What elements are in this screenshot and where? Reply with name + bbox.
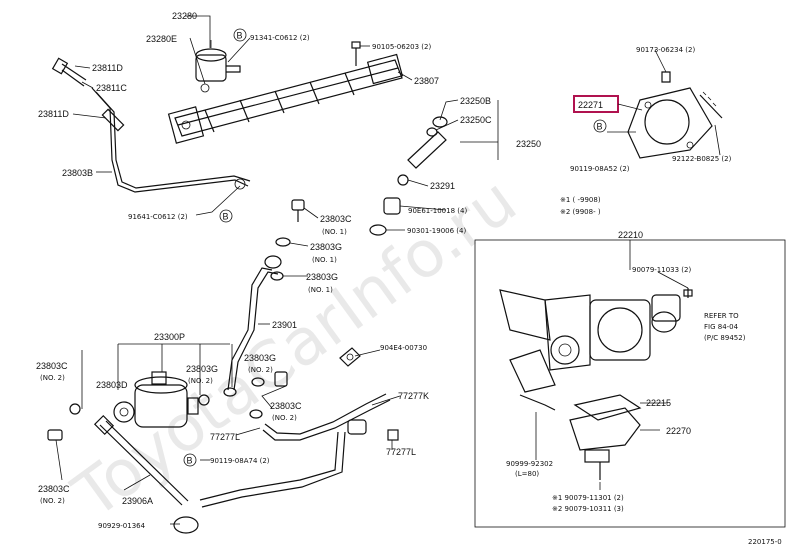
label-no2-b: (NO. 2) — [188, 377, 213, 385]
fuel-delivery-pipe — [167, 53, 404, 144]
union-fittings-lower — [249, 371, 288, 419]
label-22215: 22215 — [646, 398, 671, 408]
throttle-position-sensor — [519, 394, 642, 480]
b-marker-3: B — [593, 119, 607, 133]
label-no1-c: (NO. 1) — [308, 286, 333, 294]
label-91641: 91641-C0612 (2) — [128, 213, 188, 221]
pulsation-damper-assembly — [47, 371, 210, 506]
label-no2-e: (NO. 2) — [40, 497, 65, 505]
label-23803g-d: 23803G — [244, 353, 276, 363]
label-23811d-a: 23811D — [92, 63, 123, 73]
label-22270: 22270 — [666, 426, 691, 436]
label-no2-d: (NO. 2) — [272, 414, 297, 422]
label-note-2: ※2 (9908- ) — [560, 208, 601, 216]
label-23803c-d: 23803C — [38, 484, 70, 494]
label-23280e: 23280E — [146, 34, 177, 44]
label-904e4: 904E4-00730 — [380, 344, 427, 352]
label-90999: 90999-92302 — [506, 460, 553, 468]
label-23803c-a: 23803C — [320, 214, 352, 224]
label-23280: 23280 — [172, 11, 197, 21]
throttle-body-gasket — [627, 71, 723, 159]
pressure-regulator — [195, 40, 241, 93]
svg-text:B: B — [223, 212, 229, 222]
label-23803b: 23803B — [62, 168, 93, 178]
label-90929: 90929-01364 — [98, 522, 146, 530]
label-23803g-b: 23803G — [306, 272, 338, 282]
label-23901: 23901 — [272, 320, 297, 330]
label-23300p: 23300P — [154, 332, 185, 342]
label-23811c: 23811C — [96, 83, 127, 93]
label-refer-2: FIG 84-04 — [704, 323, 739, 331]
label-no2-c: (NO. 2) — [248, 366, 273, 374]
label-23803c-c: 23803C — [270, 401, 302, 411]
bolt-90105 — [351, 41, 361, 66]
callout-labels: 23280 23280E 91341-C0612 (2) 90105-06203… — [36, 11, 782, 546]
label-22210: 22210 — [618, 230, 643, 240]
vacuum-hoses — [173, 347, 399, 534]
label-note-3: ※1 90079-11301 (2) — [552, 494, 624, 502]
label-refer-3: (P/C 89452) — [704, 334, 746, 342]
svg-text:B: B — [597, 122, 603, 132]
label-no2-a: (NO. 2) — [40, 374, 65, 382]
label-90079-a: 90079-11033 (2) — [632, 266, 691, 274]
label-23291: 23291 — [430, 181, 455, 191]
label-90e61: 90E61-10018 (4) — [408, 207, 467, 215]
label-22271: 22271 — [578, 100, 603, 110]
label-23811d-b: 23811D — [38, 109, 69, 119]
label-23250c: 23250C — [460, 115, 492, 125]
b-marker-4: B — [183, 453, 197, 467]
leader-lines — [55, 15, 721, 525]
b-marker-2: B — [219, 209, 233, 223]
label-90119-a74: 90119-08A74 (2) — [210, 457, 270, 465]
label-23803d: 23803D — [96, 380, 128, 390]
label-90105: 90105-06203 (2) — [372, 43, 431, 51]
throttle-body — [499, 288, 693, 393]
fuel-pipe-23803b — [51, 57, 251, 193]
label-77277l-b: 77277L — [386, 447, 416, 457]
b-marker-1: B — [233, 28, 247, 42]
label-90119-a52: 90119-08A52 (2) — [570, 165, 630, 173]
union-fittings-upper — [270, 199, 305, 281]
label-90173: 90173-06234 (2) — [636, 46, 695, 54]
figure-id: 220175-0 — [748, 538, 782, 546]
label-23803g-a: 23803G — [310, 242, 342, 252]
label-23803c-b: 23803C — [36, 361, 68, 371]
label-77277k: 77277K — [398, 391, 429, 401]
label-92122: 92122-B0825 (2) — [672, 155, 732, 163]
svg-text:B: B — [237, 31, 243, 41]
label-note-1: ※1 ( -9908) — [560, 196, 601, 204]
label-90999-len: (L=80) — [515, 470, 539, 478]
label-23807: 23807 — [414, 76, 439, 86]
label-90301: 90301-19006 (4) — [407, 227, 466, 235]
label-refer-1: REFER TO — [704, 312, 739, 320]
label-77277l-a: 77277L — [210, 432, 240, 442]
label-23250: 23250 — [516, 139, 541, 149]
fuel-hose-23901 — [223, 255, 282, 397]
label-23803g-c: 23803G — [186, 364, 218, 374]
svg-text:B: B — [187, 456, 193, 466]
label-no1-b: (NO. 1) — [312, 256, 337, 264]
label-23906a: 23906A — [122, 496, 153, 506]
label-no1-a: (NO. 1) — [322, 228, 347, 236]
label-23250b: 23250B — [460, 96, 491, 106]
label-91341: 91341-C0612 (2) — [250, 34, 310, 42]
label-note-4: ※2 90079-10311 (3) — [552, 505, 624, 513]
